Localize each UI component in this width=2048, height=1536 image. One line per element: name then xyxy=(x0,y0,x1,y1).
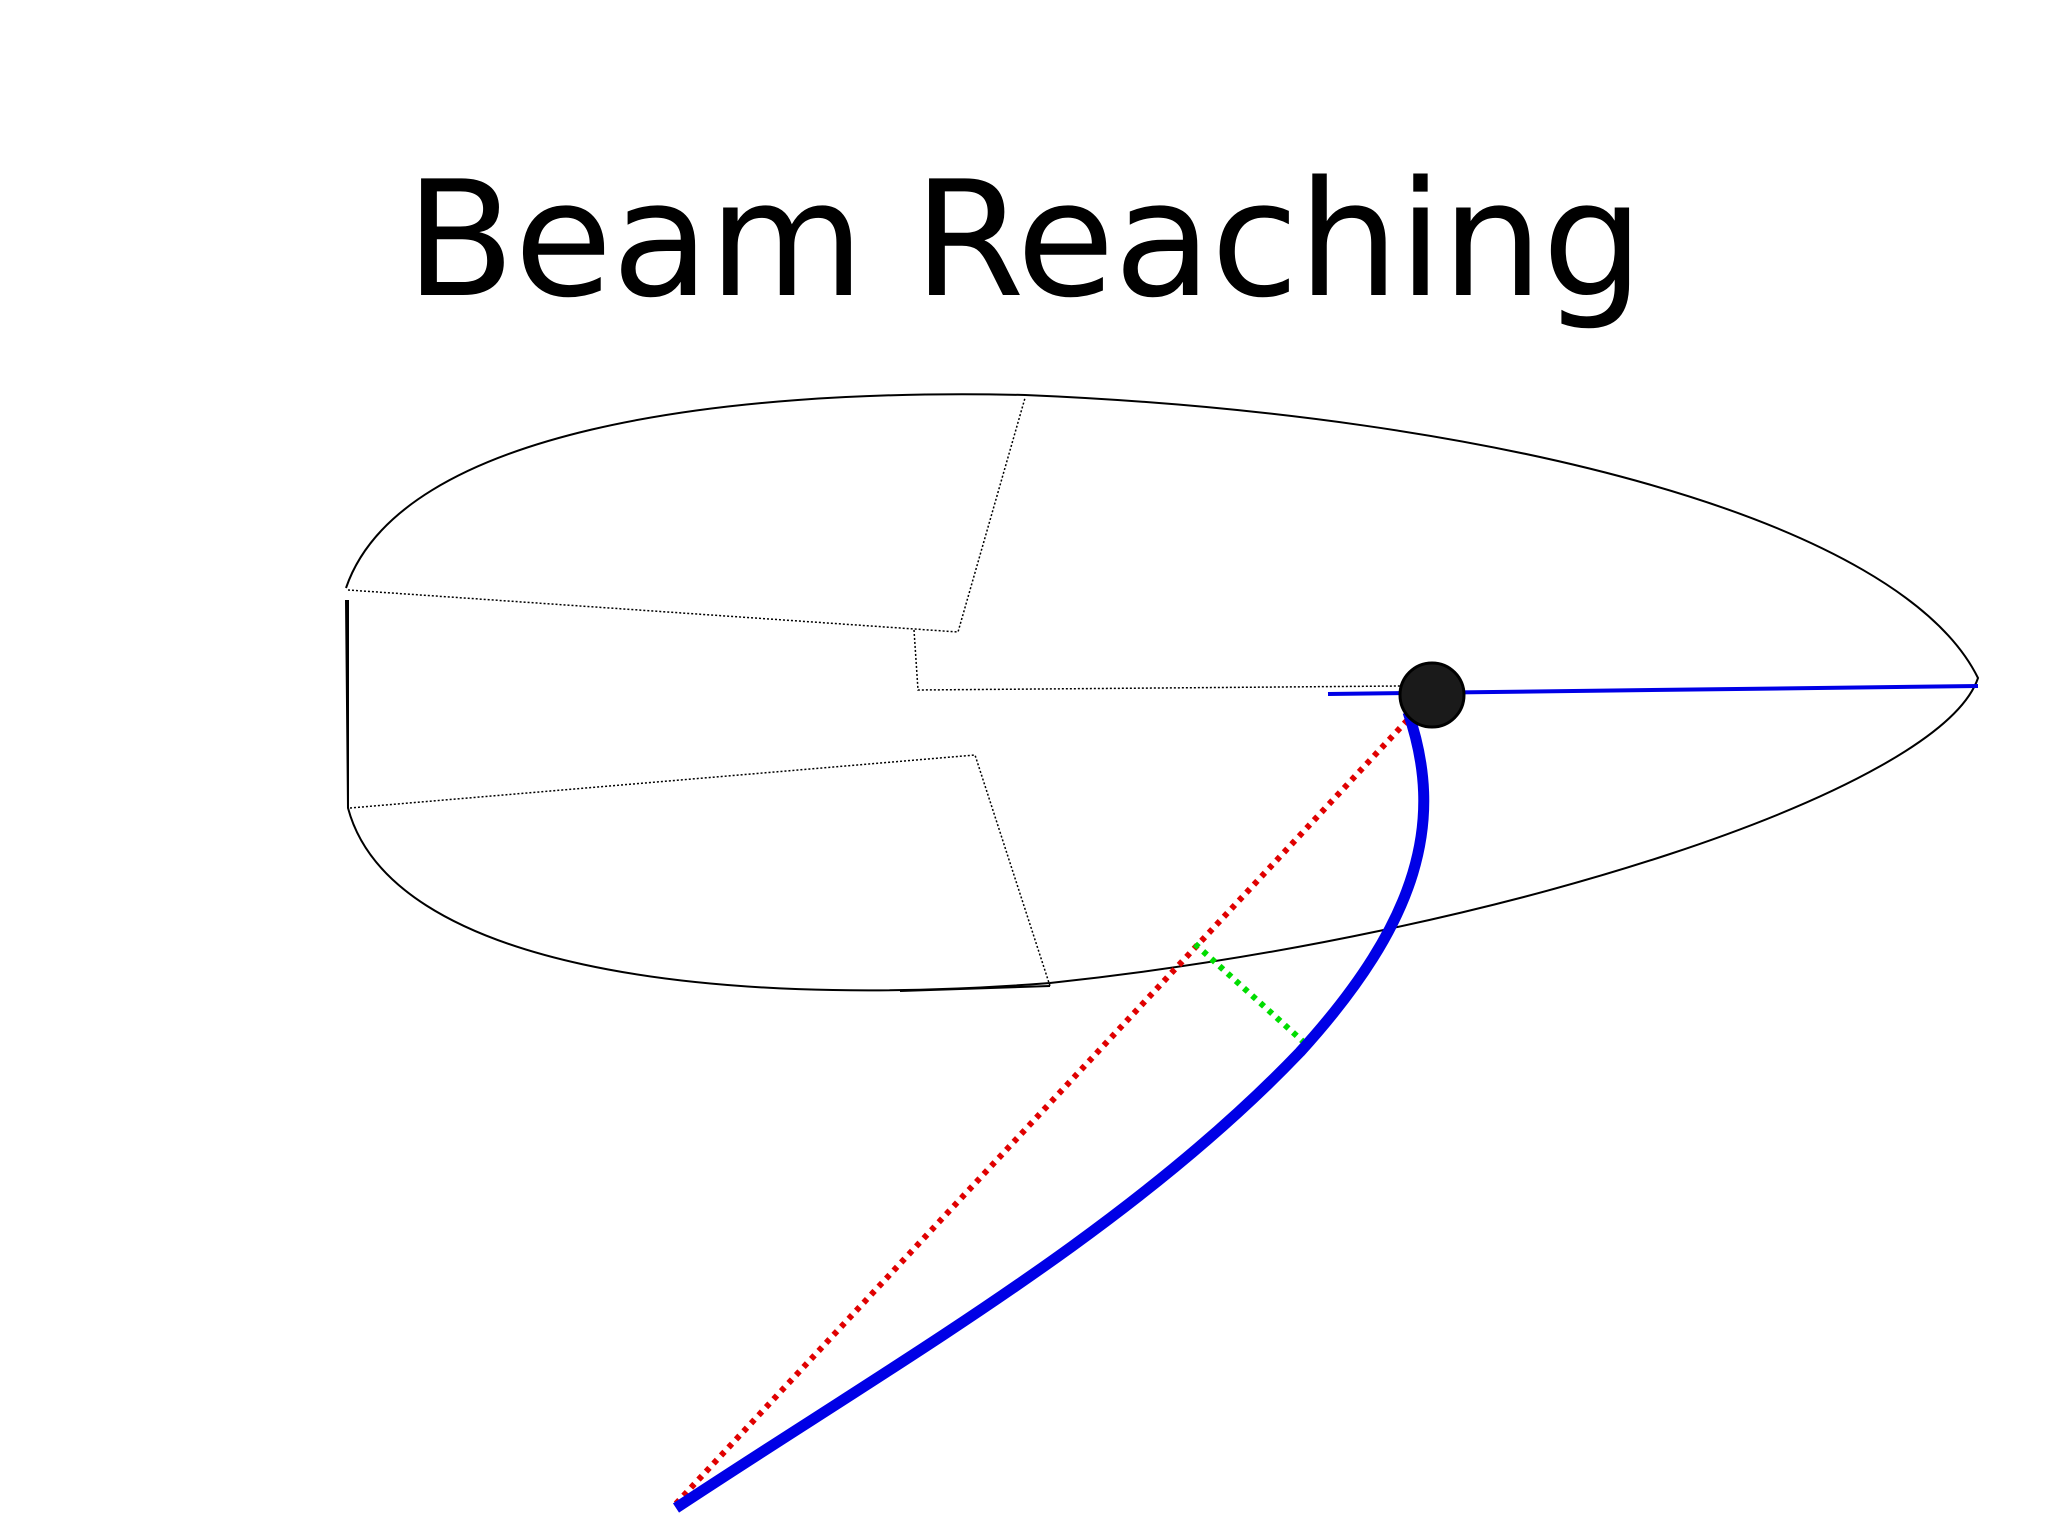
hull-outline xyxy=(345,393,1980,992)
mast-icon xyxy=(1398,661,1466,729)
deck-line-lower xyxy=(349,754,1051,987)
deck-line-upper xyxy=(347,397,1026,633)
sail-draft-line xyxy=(1192,941,1311,1049)
slide-title: Beam Reaching xyxy=(405,146,1643,333)
deck-line-center xyxy=(913,629,1401,691)
sail-chord-line xyxy=(669,709,1418,1511)
sail-curve xyxy=(672,710,1430,1513)
deck-edge-bottom xyxy=(899,985,1051,992)
